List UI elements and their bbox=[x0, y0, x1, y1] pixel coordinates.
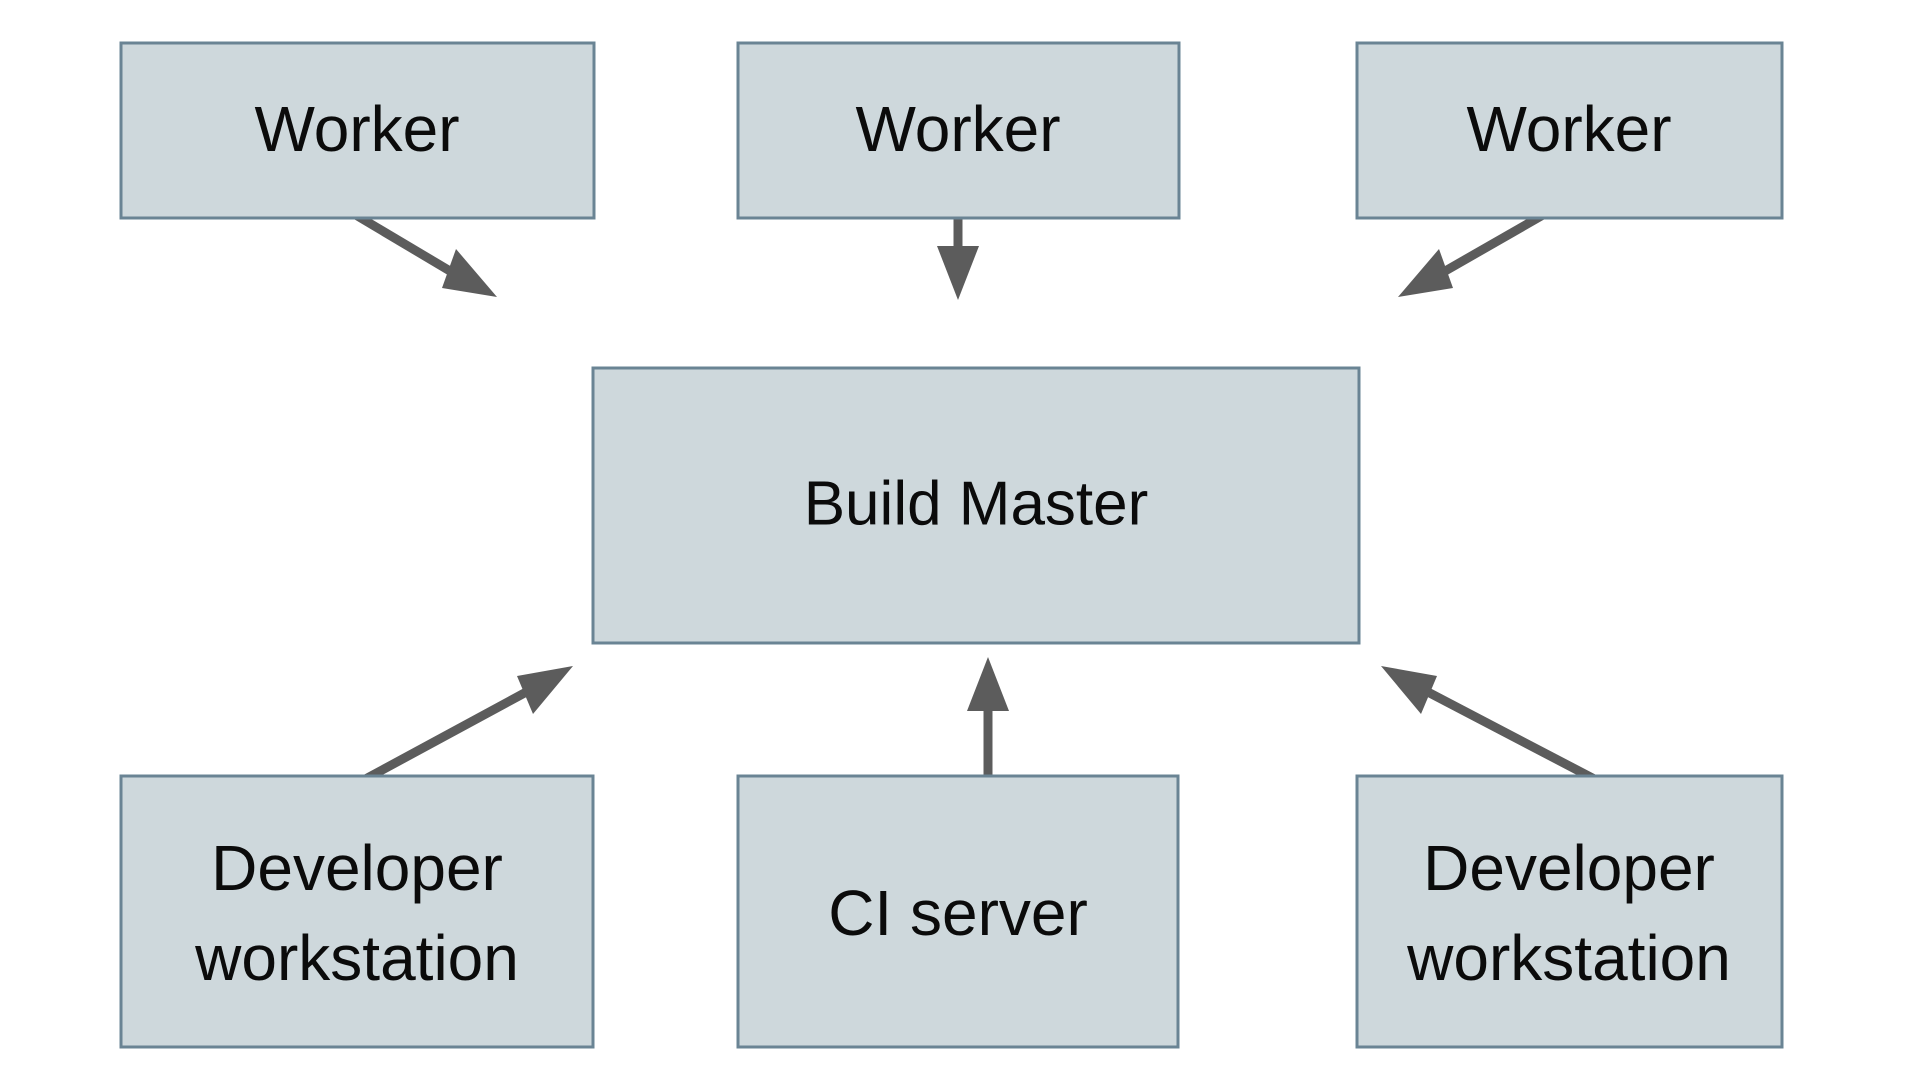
node-build-master-label: Build Master bbox=[804, 469, 1149, 538]
node-worker-3-label: Worker bbox=[1466, 93, 1671, 165]
node-dev-workstation-right[interactable]: Developer workstation bbox=[1355, 774, 1784, 1049]
node-build-master[interactable]: Build Master bbox=[591, 366, 1361, 645]
node-dev-workstation-left-label-line1: Developer bbox=[211, 832, 503, 904]
node-worker-1-box[interactable] bbox=[119, 41, 596, 220]
node-dev-workstation-right-box[interactable] bbox=[1355, 774, 1784, 1049]
edge-ci-server-to-build-master bbox=[967, 657, 1009, 782]
node-dev-workstation-left-label-line2: workstation bbox=[194, 922, 519, 994]
node-dev-workstation-left[interactable]: Developer workstation bbox=[119, 774, 595, 1049]
node-worker-3-box[interactable] bbox=[1355, 41, 1784, 220]
node-dev-workstation-left-box[interactable] bbox=[119, 774, 595, 1049]
edge-dev-right-to-build-master bbox=[1381, 666, 1603, 786]
node-ci-server-box[interactable] bbox=[736, 774, 1180, 1049]
node-worker-2-label: Worker bbox=[855, 93, 1060, 165]
node-worker-1[interactable]: Worker bbox=[119, 41, 596, 220]
node-worker-2-box[interactable] bbox=[736, 41, 1181, 220]
node-ci-server[interactable]: CI server bbox=[736, 774, 1180, 1049]
node-ci-server-label: CI server bbox=[828, 877, 1088, 949]
node-worker-2[interactable]: Worker bbox=[736, 41, 1181, 220]
node-dev-workstation-right-label-line2: workstation bbox=[1406, 922, 1731, 994]
node-worker-3[interactable]: Worker bbox=[1355, 41, 1784, 220]
edge-dev-left-to-build-master bbox=[357, 666, 573, 786]
node-dev-workstation-right-label-line1: Developer bbox=[1423, 832, 1715, 904]
node-build-master-box[interactable] bbox=[591, 366, 1361, 645]
node-worker-1-label: Worker bbox=[254, 93, 459, 165]
